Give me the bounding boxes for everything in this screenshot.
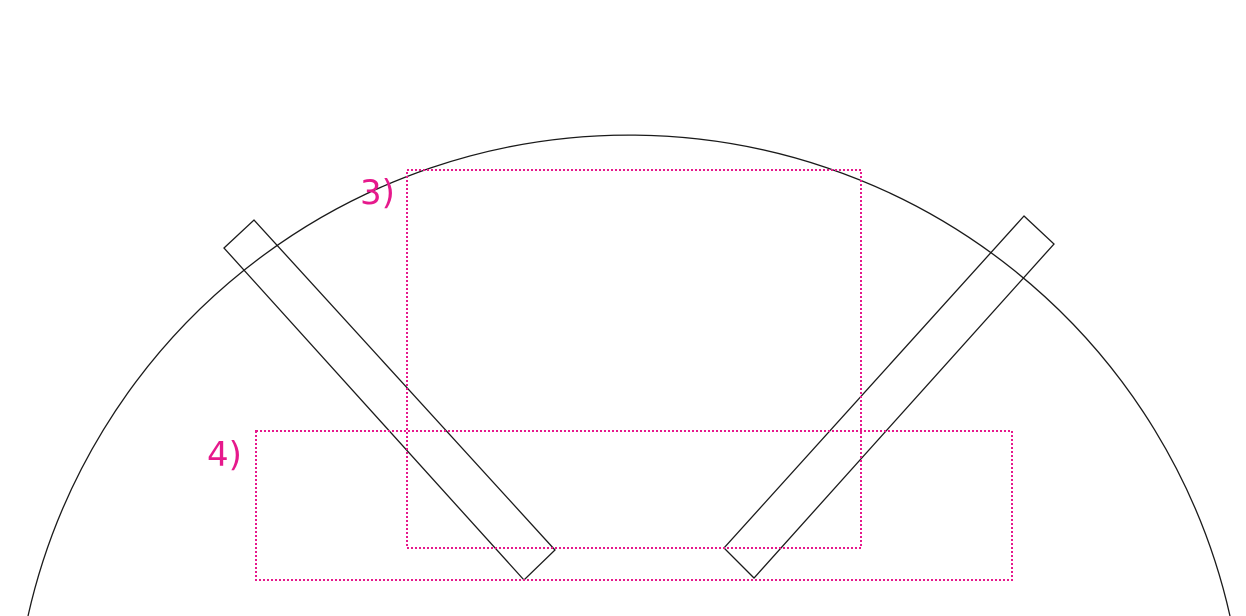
- left-slanted-bar: [223, 219, 556, 581]
- zone-3-label: 3): [360, 173, 395, 213]
- dome-outline: [27, 134, 1231, 616]
- zone-3-box: [406, 169, 862, 549]
- right-slanted-bar: [723, 215, 1055, 579]
- zone-4-label: 4): [207, 435, 242, 475]
- zone-4-box: [255, 430, 1013, 581]
